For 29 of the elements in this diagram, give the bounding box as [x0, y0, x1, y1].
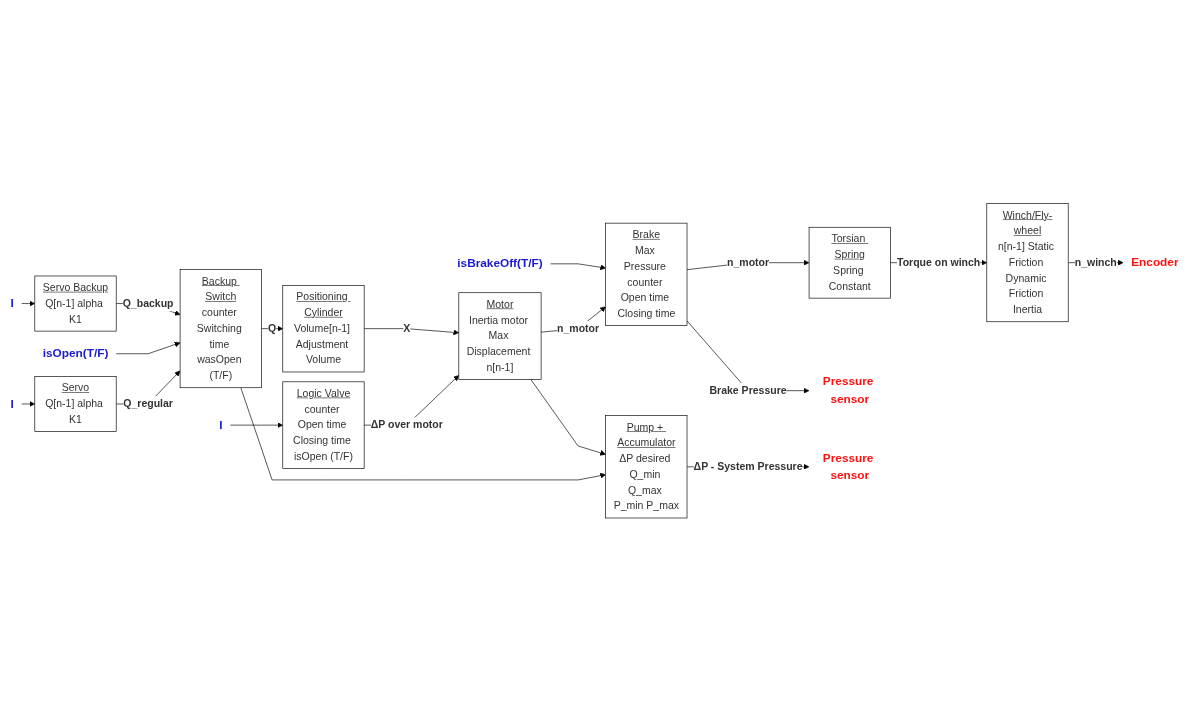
node-text: I: [219, 418, 223, 432]
node-text: Pressure sensor: [822, 375, 874, 406]
node-box: Backup Switch counter Switching time wasOpen (T/F): [179, 269, 262, 389]
node-box: Logic Valve counter Open time Closing time isOpen (T/F): [282, 381, 365, 469]
node-box: Positioning Cylinder Volume[n-1] Adjustment Volume: [282, 285, 365, 373]
node-text: I: [10, 296, 14, 310]
node-box: Pump + Accumulator ΔP desired Q_min Q_max P_min P_max: [605, 415, 688, 519]
node-box: Motor Inertia motor Max Displacement n[n-1]: [458, 292, 542, 380]
node-text: Pressure sensor: [822, 451, 874, 483]
node-box: Winch/Fly-wheel n[n-1] Static Friction Dynamic Friction Inertia: [986, 203, 1069, 323]
edge-label: n_motor: [727, 256, 770, 269]
edge-label: Q: [268, 322, 277, 335]
node-box: Servo Q[n-1] alpha K1: [34, 376, 117, 433]
node-text: Encoder: [1131, 255, 1179, 270]
node-box: Brake Max Pressure counter Open time Closing time: [605, 223, 688, 327]
edge-label: Q_regular: [123, 398, 173, 410]
edge-label: n_winch: [1074, 256, 1117, 269]
edge-label: X: [403, 322, 411, 335]
node-text: I: [10, 397, 14, 411]
edge-label: n_motor: [557, 322, 600, 335]
edge-label: ΔP - System Pressure: [693, 461, 803, 473]
edge-label: Torque on winch: [897, 256, 981, 269]
node-box: Servo Backup Q[n-1] alpha K1: [34, 275, 117, 332]
node-box: Torsian Spring Spring Constant: [808, 227, 891, 299]
edge-label: ΔP over motor: [370, 419, 443, 431]
edge-label: Brake Pressure: [709, 384, 787, 397]
node-text: isOpen(T/F): [42, 347, 109, 361]
edge-label: Q_backup: [122, 297, 174, 309]
node-text: isBrakeOff(T/F): [457, 257, 543, 271]
